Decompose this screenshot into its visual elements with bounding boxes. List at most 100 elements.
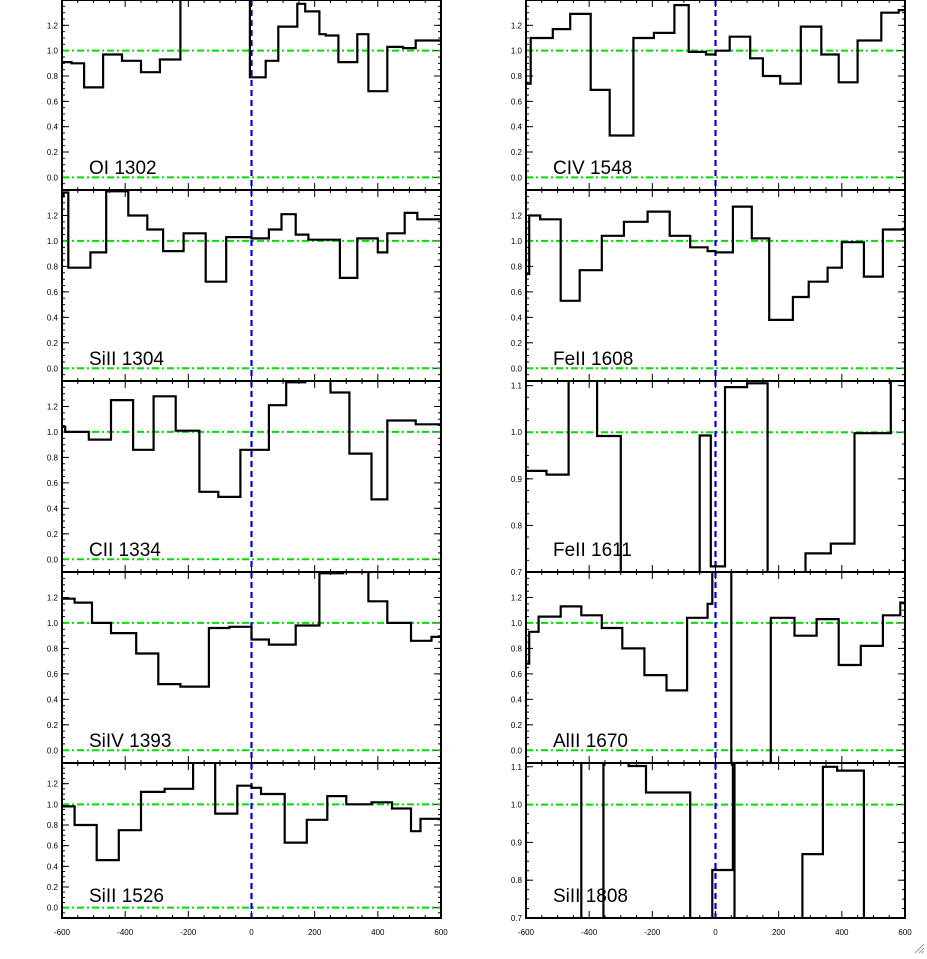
spectrum-oi-1302	[62, 0, 441, 93]
y-tick-label: 0.6	[47, 97, 59, 106]
y-tick-label: 0.0	[511, 364, 523, 373]
y-tick-label: 0.6	[47, 479, 59, 488]
y-tick-label: 0.7	[511, 914, 523, 923]
y-tick-label: 0.4	[47, 123, 59, 132]
panel-frame	[525, 762, 906, 919]
y-tick-label: 0.4	[47, 313, 59, 322]
y-tick-label: 0.0	[511, 746, 523, 755]
y-tick-label: 1.2	[47, 780, 59, 789]
y-tick-label: 1.0	[511, 801, 523, 810]
panel-oi-1302: 0.0 0.2 0.4 0.6 0.8 1.0 1.2 OI 1302	[47, 0, 442, 191]
spectrum-feii-1608	[526, 205, 905, 321]
y-tick-label: 0.0	[47, 173, 59, 182]
y-tick-label: 0.9	[511, 838, 523, 847]
y-tick-label: 0.2	[47, 883, 59, 892]
y-tick-label: 0.9	[511, 475, 523, 484]
y-tick-label: 1.0	[511, 47, 523, 56]
y-tick-label: 1.0	[47, 237, 59, 246]
y-tick-label: 1.2	[511, 21, 523, 30]
panel-label: AlII 1670	[553, 731, 628, 752]
y-tick-label: 0.4	[47, 862, 59, 871]
y-tick-label: 0.0	[47, 746, 59, 755]
y-tick-label: 0.2	[47, 148, 59, 157]
panel-label: CII 1334	[89, 540, 161, 561]
panel-label: SiII 1304	[89, 349, 164, 370]
y-tick-label: 1.2	[511, 211, 523, 220]
y-tick-label: 0.6	[47, 842, 59, 851]
y-tick-label: 0.6	[511, 97, 523, 106]
spectrum-siii-1304	[62, 190, 441, 283]
y-tick-label: 0.8	[47, 262, 59, 271]
panel-label: OI 1302	[89, 158, 157, 179]
panel-frame	[61, 762, 442, 919]
spectrum-feii-1611	[526, 381, 892, 572]
y-tick-label: 0.4	[47, 695, 59, 704]
y-tick-label: 1.2	[511, 593, 523, 602]
x-tick-label: 200	[308, 928, 322, 937]
y-tick-label: 0.6	[47, 288, 59, 297]
resize-grip-icon[interactable]	[913, 941, 925, 954]
y-tick-label: 0.8	[511, 876, 523, 885]
y-tick-label: 0.6	[47, 670, 59, 679]
y-tick-label: 0.2	[47, 339, 59, 348]
y-tick-label: 1.0	[511, 237, 523, 246]
y-tick-label: 0.8	[47, 453, 59, 462]
x-tick-label: 0	[249, 928, 254, 937]
panel-label: FeII 1611	[553, 540, 632, 561]
y-tick-label: 1.0	[511, 619, 523, 628]
y-tick-label: 0.0	[511, 173, 523, 182]
panel-label: FeII 1608	[553, 349, 633, 370]
y-tick-label: 1.2	[47, 21, 59, 30]
x-tick-label: 0	[713, 928, 718, 937]
y-tick-label: 1.0	[47, 47, 59, 56]
panel-label: SiIV 1393	[89, 731, 171, 752]
y-tick-label: 0.8	[511, 644, 523, 653]
spectrum-siiv-1393	[62, 572, 441, 688]
y-tick-label: 0.4	[47, 504, 59, 513]
y-tick-label: 1.1	[511, 763, 523, 772]
x-tick-label: 600	[434, 928, 448, 937]
y-tick-label: 0.8	[47, 644, 59, 653]
x-tick-label: 400	[835, 928, 849, 937]
y-tick-label: 1.1	[511, 382, 523, 391]
x-tick-label: -200	[180, 928, 197, 937]
x-tick-label: -600	[518, 928, 535, 937]
spectrum-alii-1670	[526, 572, 905, 763]
y-tick-label: 0.4	[511, 313, 523, 322]
y-tick-label: 1.0	[511, 428, 523, 437]
y-tick-label: 0.4	[511, 123, 523, 132]
y-tick-label: 1.2	[47, 402, 59, 411]
spectrum-siii-1808	[580, 763, 865, 918]
x-tick-label: -600	[54, 928, 71, 937]
y-tick-label: 1.0	[47, 800, 59, 809]
y-tick-label: 0.2	[511, 148, 523, 157]
y-tick-label: 0.7	[511, 568, 523, 577]
y-tick-label: 1.2	[47, 211, 59, 220]
y-tick-label: 1.0	[47, 428, 59, 437]
y-tick-label: 0.2	[511, 339, 523, 348]
spectrum-civ-1548	[526, 3, 905, 137]
y-tick-label: 0.8	[511, 262, 523, 271]
y-tick-label: 0.8	[47, 72, 59, 81]
x-tick-label: -400	[117, 928, 134, 937]
y-tick-label: 0.2	[47, 721, 59, 730]
panel-label: CIV 1548	[553, 158, 632, 179]
x-tick-label: -400	[581, 928, 598, 937]
x-tick-label: -200	[644, 928, 661, 937]
y-tick-label: 0.6	[511, 288, 523, 297]
y-tick-label: 0.0	[47, 364, 59, 373]
y-tick-label: 1.0	[47, 619, 59, 628]
y-tick-label: 0.8	[47, 821, 59, 830]
spectrum-cii-1334	[62, 381, 441, 501]
y-tick-label: 0.6	[511, 670, 523, 679]
x-tick-label: 200	[772, 928, 786, 937]
